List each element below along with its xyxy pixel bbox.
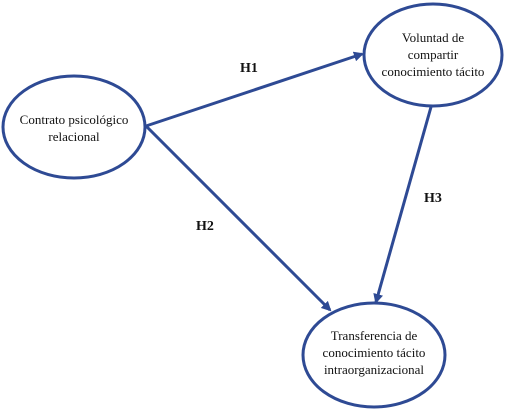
node-voluntad-line-3: conocimiento tácito — [382, 64, 485, 79]
node-contrato-line-2: relacional — [48, 129, 100, 144]
node-contrato-line-1: Contrato psicológico — [20, 112, 129, 127]
arrow-h2 — [144, 124, 332, 312]
arrow-h3 — [373, 106, 433, 304]
node-transferencia-line-2: conocimiento tácito — [323, 345, 426, 360]
node-contrato-ellipse — [1, 74, 147, 180]
arrow-h1 — [145, 51, 364, 128]
node-voluntad: Voluntad de compartir conocimiento tácit… — [362, 2, 504, 108]
node-voluntad-ellipse — [362, 2, 504, 108]
label-h3: H3 — [424, 191, 442, 206]
node-transferencia: Transferencia de conocimiento tácito int… — [301, 301, 447, 409]
node-voluntad-line-2: compartir — [408, 47, 459, 62]
node-transferencia-line-3: intraorganizacional — [324, 362, 424, 377]
node-voluntad-line-1: Voluntad de — [402, 30, 464, 45]
node-transferencia-ellipse — [301, 301, 447, 409]
label-h2: H2 — [196, 219, 214, 234]
label-h1: H1 — [240, 61, 258, 76]
node-transferencia-line-1: Transferencia de — [331, 328, 418, 343]
node-contrato: Contrato psicológico relacional — [1, 74, 147, 180]
